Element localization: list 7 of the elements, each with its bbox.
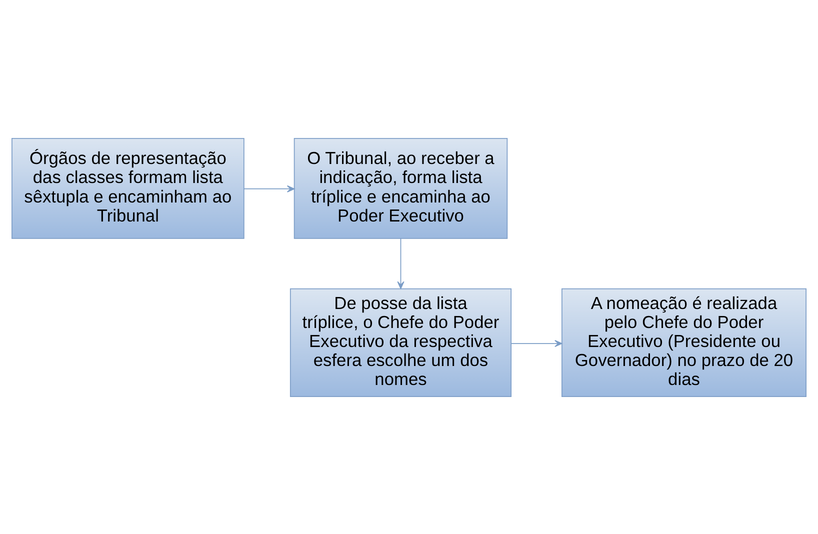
node-box: O Tribunal, ao receber a indicação, forma lista tríplice e encaminha ao Poder Executivo: [294, 138, 508, 238]
node-box: De posse da lista tríplice, o Chefe do Poder Executivo da respectiva esfera escolhe um dos nomes: [290, 288, 512, 396]
arrow: [511, 339, 562, 347]
arrow: [244, 184, 295, 192]
node-box: Órgãos de representação das classes formam lista sêxtupla e encaminham ao Tribunal: [12, 138, 244, 238]
arrow: [397, 238, 404, 289]
node-box: A nomeação é realizada pelo Chefe do Poder Executivo (Presidente ou Governador) no prazo de 20 dias: [561, 288, 806, 396]
